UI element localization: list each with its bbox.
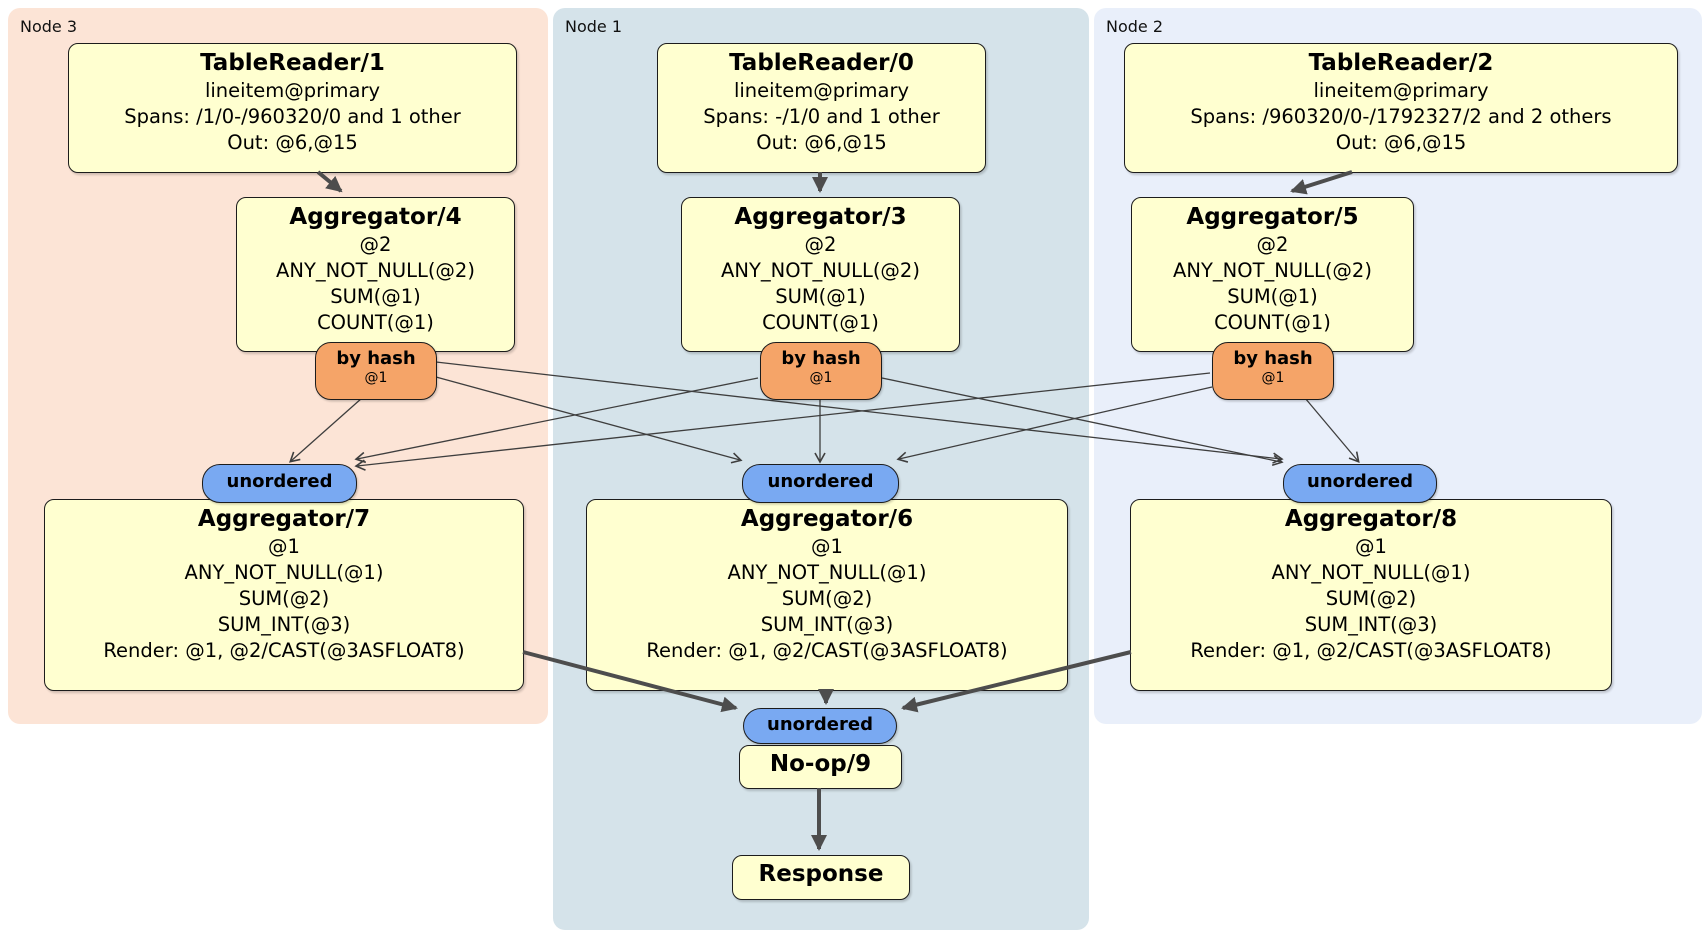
- processor-detail-line: lineitem@primary: [733, 79, 910, 102]
- processor-detail-line: @2: [1256, 233, 1289, 256]
- processor-detail-line: COUNT(@1): [317, 311, 434, 334]
- response-box: Response: [732, 855, 910, 900]
- processor-detail-line: Out: @6,@15: [227, 131, 358, 154]
- processor-title: TableReader/0: [729, 50, 914, 76]
- processor-detail-line: ANY_NOT_NULL(@2): [276, 259, 475, 282]
- processor-tablereader-0: TableReader/0 lineitem@primary Spans: -/…: [657, 43, 986, 173]
- processor-detail-line: SUM(@1): [1227, 285, 1318, 308]
- node-label: Node 3: [20, 17, 78, 36]
- router-label: by hash: [1233, 348, 1313, 369]
- processor-title: No-op/9: [769, 751, 872, 777]
- processor-aggregator-3: Aggregator/3 @2 ANY_NOT_NULL(@2) SUM(@1)…: [681, 197, 960, 352]
- sync-unordered-node2: unordered: [1283, 464, 1437, 503]
- processor-aggregator-7: Aggregator/7 @1 ANY_NOT_NULL(@1) SUM(@2)…: [44, 499, 524, 691]
- processor-detail-line: SUM(@2): [1325, 587, 1417, 610]
- processor-detail-line: ANY_NOT_NULL(@1): [1271, 561, 1471, 584]
- router-by-hash-node2: by hash @1: [1212, 342, 1334, 400]
- processor-detail-line: SUM_INT(@3): [217, 613, 351, 636]
- sync-label: unordered: [767, 714, 873, 735]
- processor-title: Aggregator/5: [1186, 204, 1359, 230]
- processor-detail-line: Spans: /1/0-/960320/0 and 1 other: [124, 105, 461, 128]
- processor-detail-line: COUNT(@1): [762, 311, 879, 334]
- processor-aggregator-8: Aggregator/8 @1 ANY_NOT_NULL(@1) SUM(@2)…: [1130, 499, 1612, 691]
- processor-detail-line: SUM_INT(@3): [1304, 613, 1438, 636]
- sync-label: unordered: [767, 471, 874, 492]
- node-label: Node 1: [565, 17, 623, 36]
- processor-detail-line: Spans: /960320/0-/1792327/2 and 2 others: [1190, 105, 1612, 128]
- processor-detail-line: Render: @1, @2/CAST(@3ASFLOAT8): [103, 639, 465, 662]
- processor-detail-line: Out: @6,@15: [756, 131, 887, 154]
- router-detail: @1: [364, 370, 388, 386]
- processor-aggregator-4: Aggregator/4 @2 ANY_NOT_NULL(@2) SUM(@1)…: [236, 197, 515, 352]
- processor-detail-line: lineitem@primary: [204, 79, 381, 102]
- processor-aggregator-5: Aggregator/5 @2 ANY_NOT_NULL(@2) SUM(@1)…: [1131, 197, 1414, 352]
- processor-detail-line: SUM(@2): [781, 587, 873, 610]
- processor-detail-line: Out: @6,@15: [1335, 131, 1467, 154]
- processor-detail-line: ANY_NOT_NULL(@2): [1173, 259, 1372, 282]
- sync-unordered-node3: unordered: [202, 464, 357, 503]
- processor-detail-line: @1: [268, 535, 300, 558]
- processor-detail-line: @2: [804, 233, 837, 256]
- processor-detail-line: @1: [1355, 535, 1387, 558]
- sync-unordered-final: unordered: [743, 708, 897, 744]
- processor-tablereader-1: TableReader/1 lineitem@primary Spans: /1…: [68, 43, 517, 173]
- router-detail: @1: [809, 370, 833, 386]
- processor-title: Aggregator/7: [197, 506, 371, 532]
- processor-noop-9: No-op/9: [739, 745, 902, 789]
- sync-label: unordered: [226, 471, 333, 492]
- processor-detail-line: SUM(@1): [330, 285, 421, 308]
- sync-label: unordered: [1307, 471, 1413, 492]
- processor-title: TableReader/2: [1308, 50, 1494, 76]
- processor-title: Aggregator/4: [289, 204, 462, 230]
- processor-detail-line: SUM(@2): [238, 587, 330, 610]
- processor-detail-line: ANY_NOT_NULL(@1): [727, 561, 927, 584]
- processor-title: Aggregator/8: [1284, 506, 1458, 532]
- processor-detail-line: ANY_NOT_NULL(@1): [184, 561, 384, 584]
- processor-detail-line: @2: [359, 233, 392, 256]
- processor-detail-line: Spans: -/1/0 and 1 other: [703, 105, 940, 128]
- processor-detail-line: @1: [811, 535, 843, 558]
- router-by-hash-node1: by hash @1: [760, 342, 882, 400]
- router-label: by hash: [781, 348, 861, 369]
- router-label: by hash: [336, 348, 416, 369]
- processor-detail-line: Render: @1, @2/CAST(@3ASFLOAT8): [1190, 639, 1552, 662]
- router-detail: @1: [1261, 370, 1285, 386]
- processor-title: Aggregator/3: [734, 204, 907, 230]
- processor-detail-line: Render: @1, @2/CAST(@3ASFLOAT8): [646, 639, 1008, 662]
- processor-title: Response: [758, 861, 884, 887]
- processor-tablereader-2: TableReader/2 lineitem@primary Spans: /9…: [1124, 43, 1678, 173]
- processor-detail-line: ANY_NOT_NULL(@2): [721, 259, 920, 282]
- router-by-hash-node3: by hash @1: [315, 342, 437, 400]
- node-label: Node 2: [1106, 17, 1164, 36]
- processor-detail-line: SUM_INT(@3): [760, 613, 894, 636]
- sync-unordered-node1: unordered: [742, 464, 899, 503]
- processor-detail-line: SUM(@1): [775, 285, 866, 308]
- processor-title: Aggregator/6: [740, 506, 914, 532]
- processor-aggregator-6: Aggregator/6 @1 ANY_NOT_NULL(@1) SUM(@2)…: [586, 499, 1068, 691]
- processor-detail-line: COUNT(@1): [1214, 311, 1331, 334]
- processor-title: TableReader/1: [200, 50, 385, 76]
- processor-detail-line: lineitem@primary: [1313, 79, 1489, 102]
